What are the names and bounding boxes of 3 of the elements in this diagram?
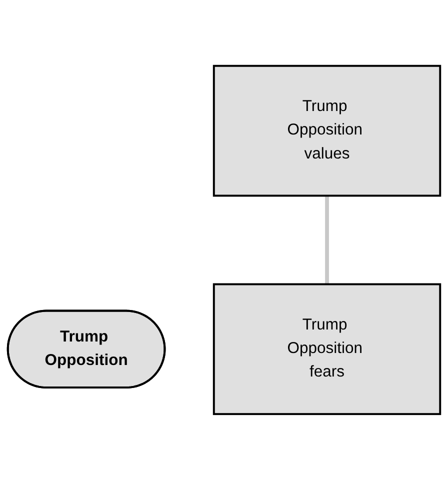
node-box: Trump Opposition fears (212, 282, 442, 415)
connector (325, 195, 329, 284)
node-box: Trump Opposition values (212, 64, 442, 196)
